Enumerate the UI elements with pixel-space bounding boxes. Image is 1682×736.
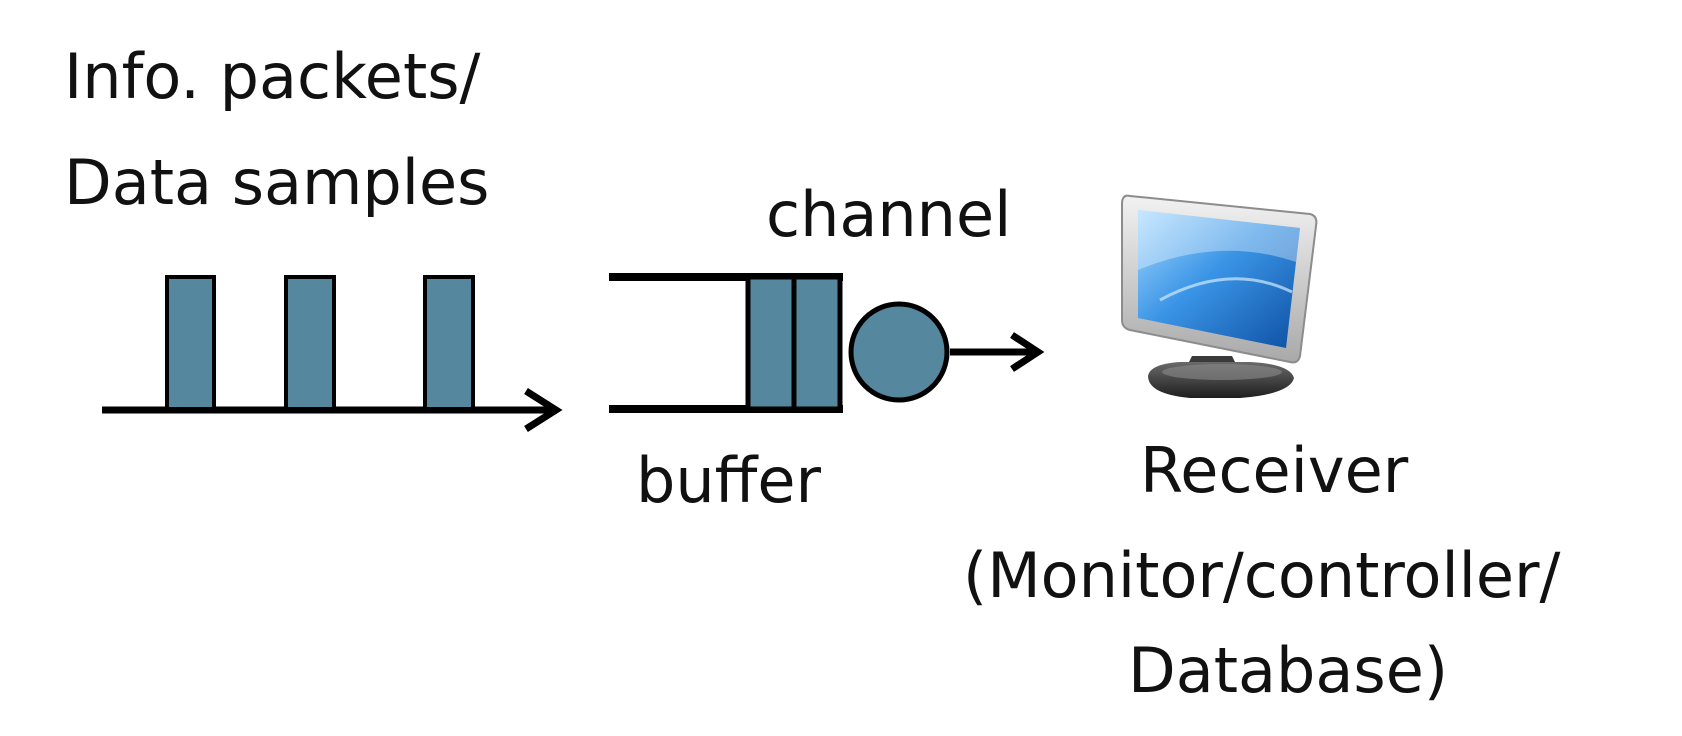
source-label-line1: Info. packets/: [64, 40, 481, 113]
queued-packet: [745, 274, 797, 412]
packet: [165, 275, 216, 411]
arrival-timeline: [102, 275, 563, 432]
channel-label: channel: [766, 178, 1012, 251]
server-circle: [848, 301, 950, 403]
buffer-queue: [609, 273, 843, 413]
channel-arrowhead: [1010, 332, 1045, 372]
computer-monitor-icon: [1121, 194, 1318, 398]
channel-server: [848, 301, 1045, 403]
packet: [284, 275, 336, 411]
timeline-arrowhead: [524, 388, 563, 432]
receiver-sub-label-line1: (Monitor/controller/: [963, 539, 1561, 612]
source-label-line2: Data samples: [64, 146, 490, 219]
receiver-label: Receiver: [1140, 434, 1409, 507]
buffer-label: buffer: [636, 444, 822, 517]
packet: [423, 275, 475, 411]
receiver-sub-label-line2: Database): [1128, 634, 1449, 707]
queued-packet: [791, 274, 843, 412]
